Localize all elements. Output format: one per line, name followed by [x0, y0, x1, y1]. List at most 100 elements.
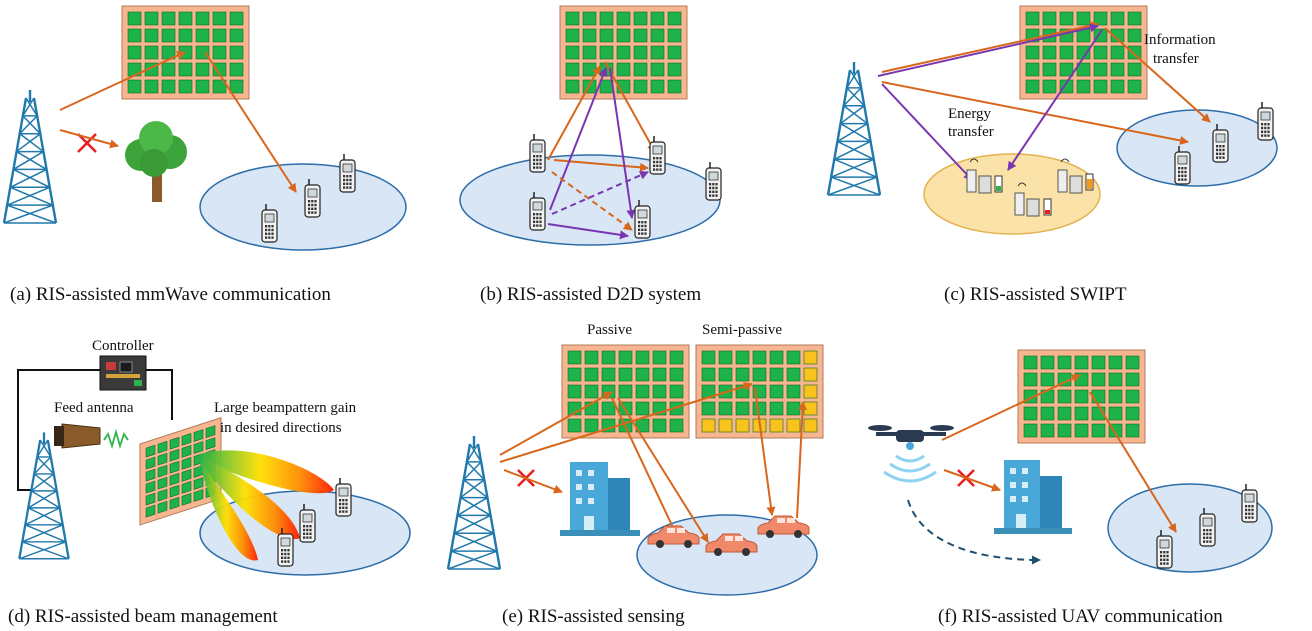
iot-device-icon	[966, 158, 1003, 194]
d2d-link-arrow	[604, 61, 656, 153]
feed-antenna-icon	[54, 423, 101, 449]
building-icon	[560, 462, 640, 536]
gain-label: Large beampattern gain	[214, 400, 357, 416]
phone-icon	[304, 179, 321, 218]
phone-icon	[1199, 508, 1216, 547]
car-icon	[647, 525, 700, 548]
phone-icon	[1156, 530, 1173, 569]
info-link-arrow	[881, 81, 1189, 145]
wireless-wave-icon	[883, 454, 937, 483]
energy-link-arrow	[881, 83, 973, 181]
panel-d: Controller Feed antenna Large beampatter…	[8, 338, 411, 627]
uav-drone-icon	[868, 425, 954, 450]
phone-icon	[339, 154, 356, 193]
phone-icon	[335, 478, 352, 517]
panel-e-caption: (e) RIS-assisted sensing	[502, 606, 685, 627]
ris-panel-tilted	[139, 417, 222, 526]
panel-f-caption: (f) RIS-assisted UAV communication	[938, 606, 1223, 627]
phone-icon	[261, 204, 278, 243]
blocked-link-arrow	[503, 469, 563, 494]
phone-icon	[1212, 124, 1229, 163]
controller-label: Controller	[92, 338, 154, 354]
gain-label: in desired directions	[220, 420, 342, 436]
info-transfer-label: Information	[1144, 32, 1216, 48]
base-station-icon	[446, 436, 502, 570]
uav-trajectory	[907, 499, 1041, 565]
d2d-link-arrow	[549, 67, 608, 211]
d2d-direct-dashed	[551, 171, 633, 231]
energy-link-arrow	[1007, 29, 1103, 171]
energy-transfer-label: transfer	[948, 124, 994, 140]
ris-panel	[121, 5, 250, 100]
panel-b-caption: (b) RIS-assisted D2D system	[480, 284, 701, 305]
d2d-link-arrow	[609, 67, 636, 219]
sensing-link-arrow	[796, 401, 808, 519]
phone-icon	[705, 162, 722, 201]
passive-ris-panel	[561, 344, 690, 439]
panel-e: Passive Semi-passive (e) RIS-assisted se…	[446, 322, 824, 627]
phone-icon	[1257, 102, 1274, 141]
energy-link-arrow	[877, 23, 1099, 77]
phone-icon	[529, 192, 546, 231]
coverage-area	[199, 163, 407, 251]
info-transfer-label: transfer	[1153, 51, 1199, 67]
beam-lobe	[200, 450, 334, 561]
ris-to-user-arrow	[204, 51, 297, 193]
bs-to-ris-arrow	[59, 51, 186, 111]
iot-device-icon	[1014, 182, 1052, 217]
tree-icon	[125, 121, 187, 202]
sensing-link-arrow	[611, 397, 677, 535]
panel-f: (f) RIS-assisted UAV communication	[868, 349, 1273, 627]
base-station-icon	[18, 432, 70, 560]
energy-harvesting-zone	[923, 153, 1101, 235]
iot-device-icon	[1057, 158, 1094, 194]
panel-b: (b) RIS-assisted D2D system	[459, 5, 722, 305]
ris-to-user-arrow	[1089, 391, 1177, 533]
sensing-link-arrow	[499, 382, 753, 463]
control-wire	[17, 369, 100, 491]
phone-icon	[299, 504, 316, 543]
phone-icon	[1241, 484, 1258, 523]
sensing-link-arrow	[617, 397, 709, 543]
ris-panel	[559, 5, 688, 100]
car-icon	[705, 533, 758, 556]
d2d-direct-dashed	[551, 171, 649, 215]
uav-to-ris-arrow	[941, 374, 1081, 441]
d2d-link-arrow	[547, 223, 629, 240]
info-link-arrow	[1104, 27, 1211, 123]
info-link-arrow	[881, 21, 1099, 73]
panel-d-caption: (d) RIS-assisted beam management	[8, 606, 278, 627]
energy-transfer-label: Energy	[948, 106, 992, 122]
control-wire	[146, 369, 173, 420]
blocked-link-arrow	[59, 129, 119, 149]
coverage-area	[459, 154, 721, 246]
panel-c-caption: (c) RIS-assisted SWIPT	[944, 284, 1127, 305]
ris-panel	[1019, 5, 1148, 100]
controller-board-icon	[99, 355, 147, 391]
wave-signal-icon	[103, 428, 129, 450]
ris-panel	[1017, 349, 1146, 444]
blocked-link-arrow	[943, 469, 1001, 492]
panel-a: (a) RIS-assisted mmWave communication	[2, 5, 407, 305]
phone-icon	[277, 528, 294, 567]
semi-passive-label: Semi-passive	[702, 322, 782, 338]
coverage-area	[1107, 483, 1273, 573]
ris-panel	[139, 417, 222, 526]
car-icon	[757, 515, 810, 538]
panel-a-caption: (a) RIS-assisted mmWave communication	[10, 284, 331, 305]
phone-icon	[649, 136, 666, 175]
base-station-icon	[2, 90, 58, 224]
d2d-link-arrow	[547, 65, 601, 161]
phone-icon	[529, 134, 546, 173]
building-icon	[994, 460, 1072, 534]
phone-icon	[634, 200, 651, 239]
feed-antenna-label: Feed antenna	[54, 400, 134, 416]
passive-label: Passive	[587, 322, 632, 338]
sensing-link-arrow	[499, 391, 613, 456]
panel-c: Information transfer Energy transfer (c)…	[826, 5, 1278, 305]
blocked-cross-icon	[77, 133, 97, 153]
phone-icon	[1174, 146, 1191, 185]
sensing-link-arrow	[754, 387, 776, 516]
base-station-icon	[826, 62, 882, 196]
